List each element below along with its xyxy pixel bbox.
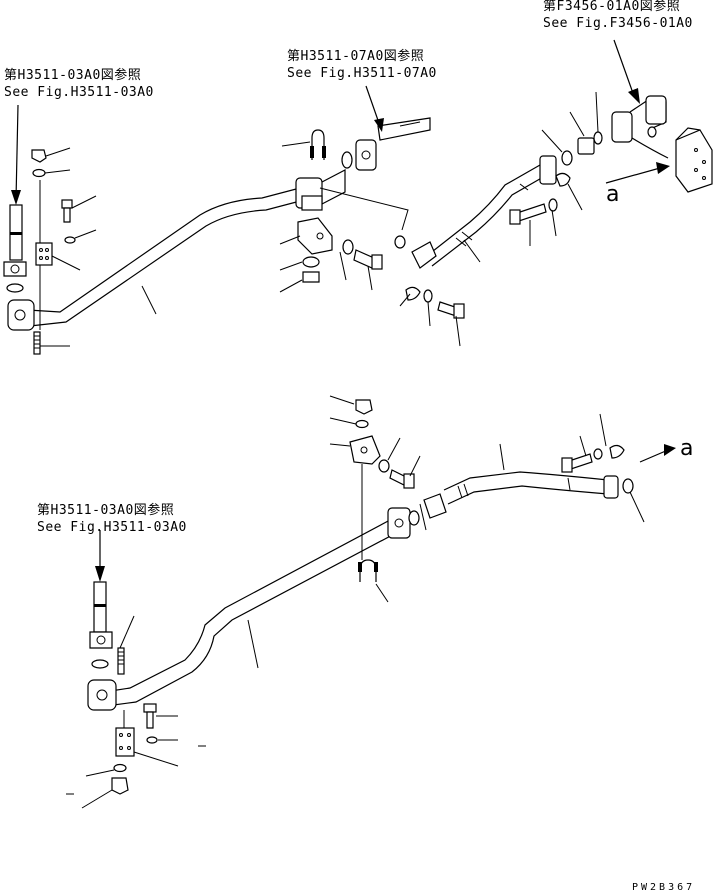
lower-connection-arrow-line bbox=[639, 449, 669, 463]
upper-left-bolt bbox=[61, 199, 73, 223]
reference-jp-text: 第H3511-07A0図参照 bbox=[287, 49, 425, 64]
reference-en-text: See Fig.F3456-01A0 bbox=[543, 16, 693, 31]
upper-o-ring-2 bbox=[561, 150, 573, 166]
upper-right-connector bbox=[605, 39, 713, 193]
lower-bracket bbox=[349, 435, 381, 560]
reference-label-top-right: 第F3456-01A0図参照 See Fig.F3456-01A0 bbox=[543, 0, 693, 32]
upper-lock-washer bbox=[423, 289, 433, 303]
upper-bracket bbox=[297, 217, 333, 255]
upper-left-connector bbox=[3, 104, 27, 293]
upper-leader-lines bbox=[40, 91, 599, 347]
reference-label-top-left: 第H3511-03A0図参照 See Fig.H3511-03A0 bbox=[4, 67, 154, 101]
upper-pipe-flange bbox=[295, 169, 346, 211]
upper-nut-1 bbox=[302, 271, 320, 283]
reference-en-text: See Fig.H3511-03A0 bbox=[4, 85, 154, 100]
lower-left-connector bbox=[89, 530, 113, 669]
reference-label-top-center: 第H3511-07A0図参照 See Fig.H3511-07A0 bbox=[287, 48, 437, 82]
lower-half-clamp bbox=[609, 444, 625, 459]
lower-bolt-mid bbox=[389, 469, 415, 489]
reference-jp-text: 第H3511-03A0図参照 bbox=[4, 68, 142, 83]
lower-u-clamp bbox=[358, 559, 378, 582]
upper-right-flange bbox=[577, 95, 669, 159]
lower-washer-top bbox=[355, 419, 369, 429]
lower-nut-top bbox=[355, 399, 373, 415]
drawing-code: PW2B367 bbox=[632, 882, 696, 893]
upper-hose bbox=[411, 155, 557, 269]
upper-o-ring-1 bbox=[394, 235, 406, 249]
upper-washer-1 bbox=[302, 256, 320, 268]
lower-leader-lines bbox=[66, 395, 645, 809]
lower-washer-r bbox=[593, 448, 603, 460]
connection-mark-lower: a bbox=[680, 436, 694, 461]
upper-long-pipe bbox=[7, 187, 305, 331]
upper-left-clamp-block bbox=[35, 180, 53, 330]
upper-center-connector bbox=[341, 85, 431, 171]
lower-left-bolt bbox=[143, 703, 157, 729]
upper-left-washer bbox=[32, 168, 46, 178]
connection-mark-upper: a bbox=[606, 182, 620, 207]
lower-o-ring-2 bbox=[622, 478, 634, 494]
lower-long-pipe bbox=[87, 507, 411, 711]
upper-bolt-1 bbox=[342, 239, 383, 270]
lower-left-clamp-block bbox=[115, 710, 135, 757]
reference-jp-text: 第H3511-03A0図参照 bbox=[37, 503, 175, 518]
reference-en-text: See Fig.H3511-07A0 bbox=[287, 66, 437, 81]
lower-connection-arrow-head bbox=[664, 444, 676, 456]
lower-washer-mid bbox=[378, 459, 390, 473]
lower-left-washer bbox=[146, 736, 158, 744]
upper-assembly bbox=[3, 39, 713, 355]
upper-bolt-2 bbox=[509, 203, 547, 225]
upper-stud bbox=[33, 331, 41, 355]
reference-en-text: See Fig.H3511-03A0 bbox=[37, 520, 187, 535]
reference-jp-text: 第F3456-01A0図参照 bbox=[543, 0, 681, 14]
lower-left-nut bbox=[111, 777, 129, 795]
upper-u-clamp bbox=[310, 129, 326, 160]
lower-hose bbox=[423, 471, 619, 519]
lower-assembly bbox=[66, 395, 676, 809]
lower-o-ring-1 bbox=[408, 510, 420, 526]
upper-left-washer-2 bbox=[64, 236, 76, 244]
upper-half-clamp-1 bbox=[555, 172, 571, 187]
upper-half-clamp-2 bbox=[405, 286, 421, 301]
lower-left-washer-2 bbox=[113, 763, 127, 773]
upper-bolt-3 bbox=[437, 301, 465, 319]
upper-washer-2 bbox=[548, 198, 558, 212]
lower-stud bbox=[117, 647, 125, 675]
reference-label-bottom-left: 第H3511-03A0図参照 See Fig.H3511-03A0 bbox=[37, 502, 187, 536]
upper-left-nut bbox=[31, 149, 47, 163]
lower-bolt-r bbox=[561, 453, 593, 473]
